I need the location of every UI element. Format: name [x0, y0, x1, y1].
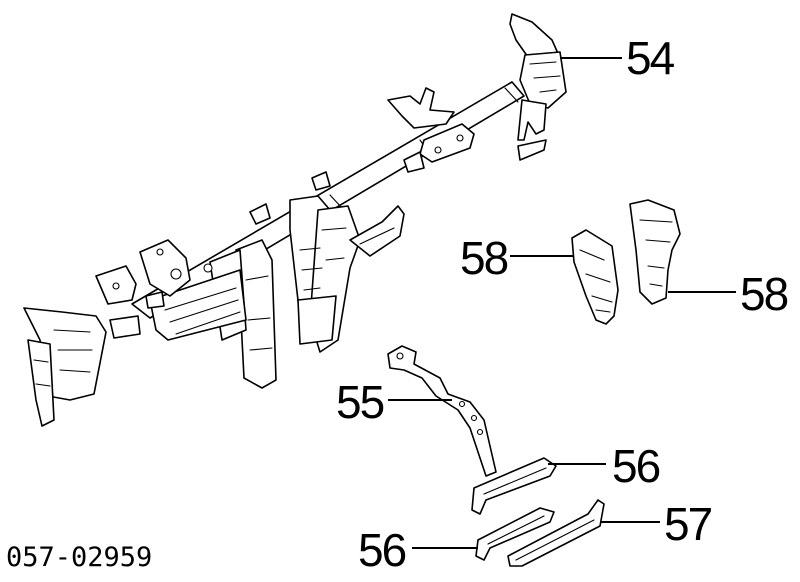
- cross-car-beam-54: [23, 13, 567, 427]
- callout-56-lower: 56: [358, 524, 406, 576]
- bracket-58-right: [629, 199, 681, 305]
- callout-55: 55: [336, 376, 384, 428]
- brace-57: [507, 499, 605, 567]
- brace-56-upper: [471, 457, 557, 515]
- callout-57: 57: [664, 498, 712, 550]
- callout-58-right: 58: [740, 268, 788, 320]
- diagram-code: 057-02959: [6, 542, 152, 573]
- callout-54: 54: [626, 32, 675, 84]
- callout-58-left: 58: [460, 232, 508, 284]
- bracket-55: [387, 345, 497, 477]
- brace-56-lower: [475, 507, 555, 561]
- callout-56-upper: 56: [612, 440, 660, 492]
- bracket-58-left: [571, 229, 619, 325]
